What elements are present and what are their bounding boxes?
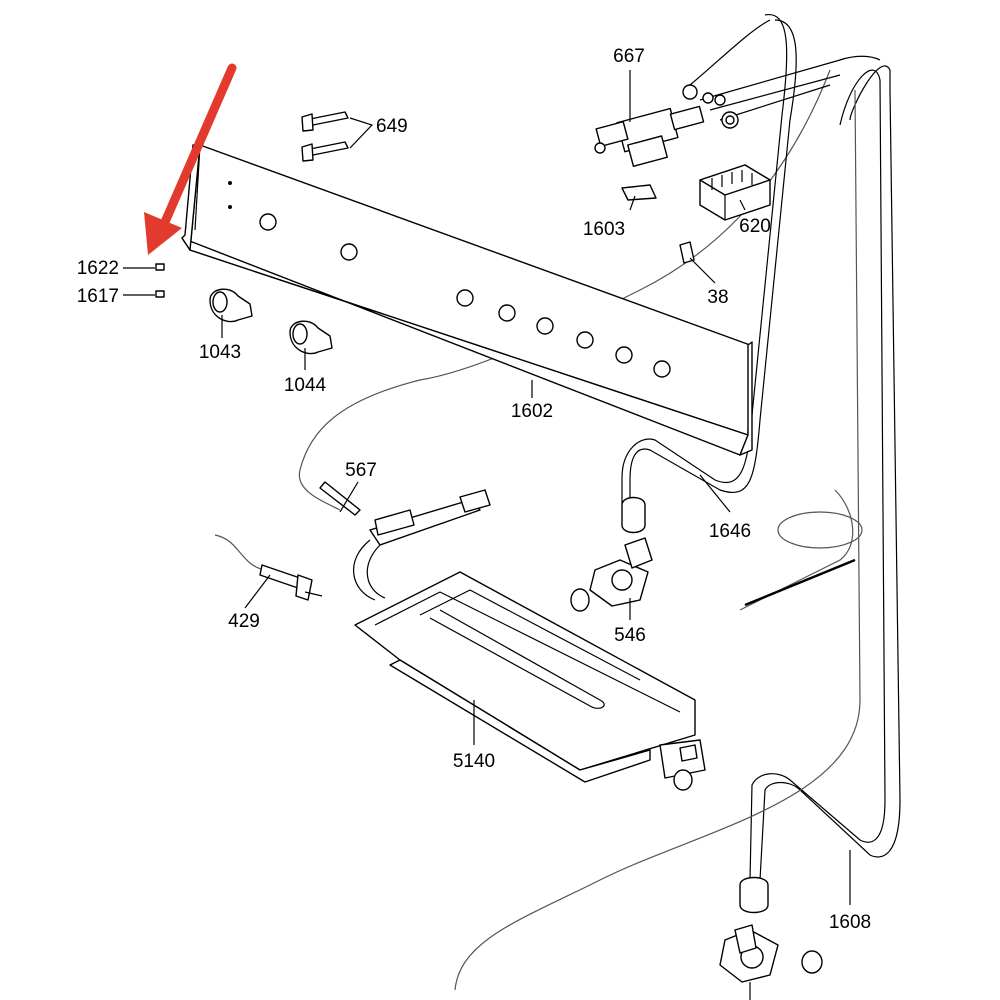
callout-1622: 1622: [77, 258, 119, 279]
callout-1044: 1044: [284, 375, 327, 396]
part-1617-screw: [155, 290, 165, 298]
leader-lines: [123, 70, 851, 905]
tube-top-b: [699, 55, 881, 101]
callout-1603: 1603: [583, 219, 625, 240]
wire-tail: [739, 489, 854, 611]
part-667-valve: [594, 84, 739, 167]
part-649: [301, 111, 349, 162]
tube-1608-inner: [749, 69, 886, 881]
part-546: [570, 496, 653, 612]
part-5140-burner: [354, 571, 706, 791]
part-1044: [289, 320, 333, 355]
tube-1646-inner: [621, 14, 788, 505]
callout-1043: 1043: [199, 342, 241, 363]
probe-rod: [744, 558, 856, 607]
callout-1608: 1608: [829, 912, 871, 933]
tube-top-a: [689, 19, 771, 86]
callout-649: 649: [376, 116, 408, 137]
part-1622-screw: [155, 263, 165, 271]
callout-5140: 5140: [453, 751, 495, 772]
callout-429: 429: [228, 611, 260, 632]
part-620-switch: [699, 164, 771, 221]
callout-1602: 1602: [511, 401, 553, 422]
callout-620: 620: [739, 216, 771, 237]
tube-top-c: [709, 74, 841, 111]
callout-38: 38: [707, 287, 728, 308]
control-panel-1602: [181, 144, 753, 456]
tube-top-d: [719, 84, 831, 121]
tube-1608: [759, 65, 901, 881]
thermocouple-wire: [454, 89, 861, 991]
tube-1646: [629, 19, 797, 505]
callout-567: 567: [345, 460, 377, 481]
callout-1646: 1646: [709, 521, 751, 542]
part-1603-clip: [621, 184, 657, 201]
part-1043: [209, 288, 253, 323]
part-429: [214, 534, 323, 601]
callout-1617: 1617: [77, 286, 119, 307]
wire-coil: [777, 511, 863, 549]
part-lower-fitting: [719, 876, 823, 1000]
red-arrow-pointer: [144, 63, 237, 255]
ignition-wire: [298, 69, 831, 511]
callout-667: 667: [613, 46, 645, 67]
callout-546: 546: [614, 625, 646, 646]
part-567: [319, 481, 491, 601]
